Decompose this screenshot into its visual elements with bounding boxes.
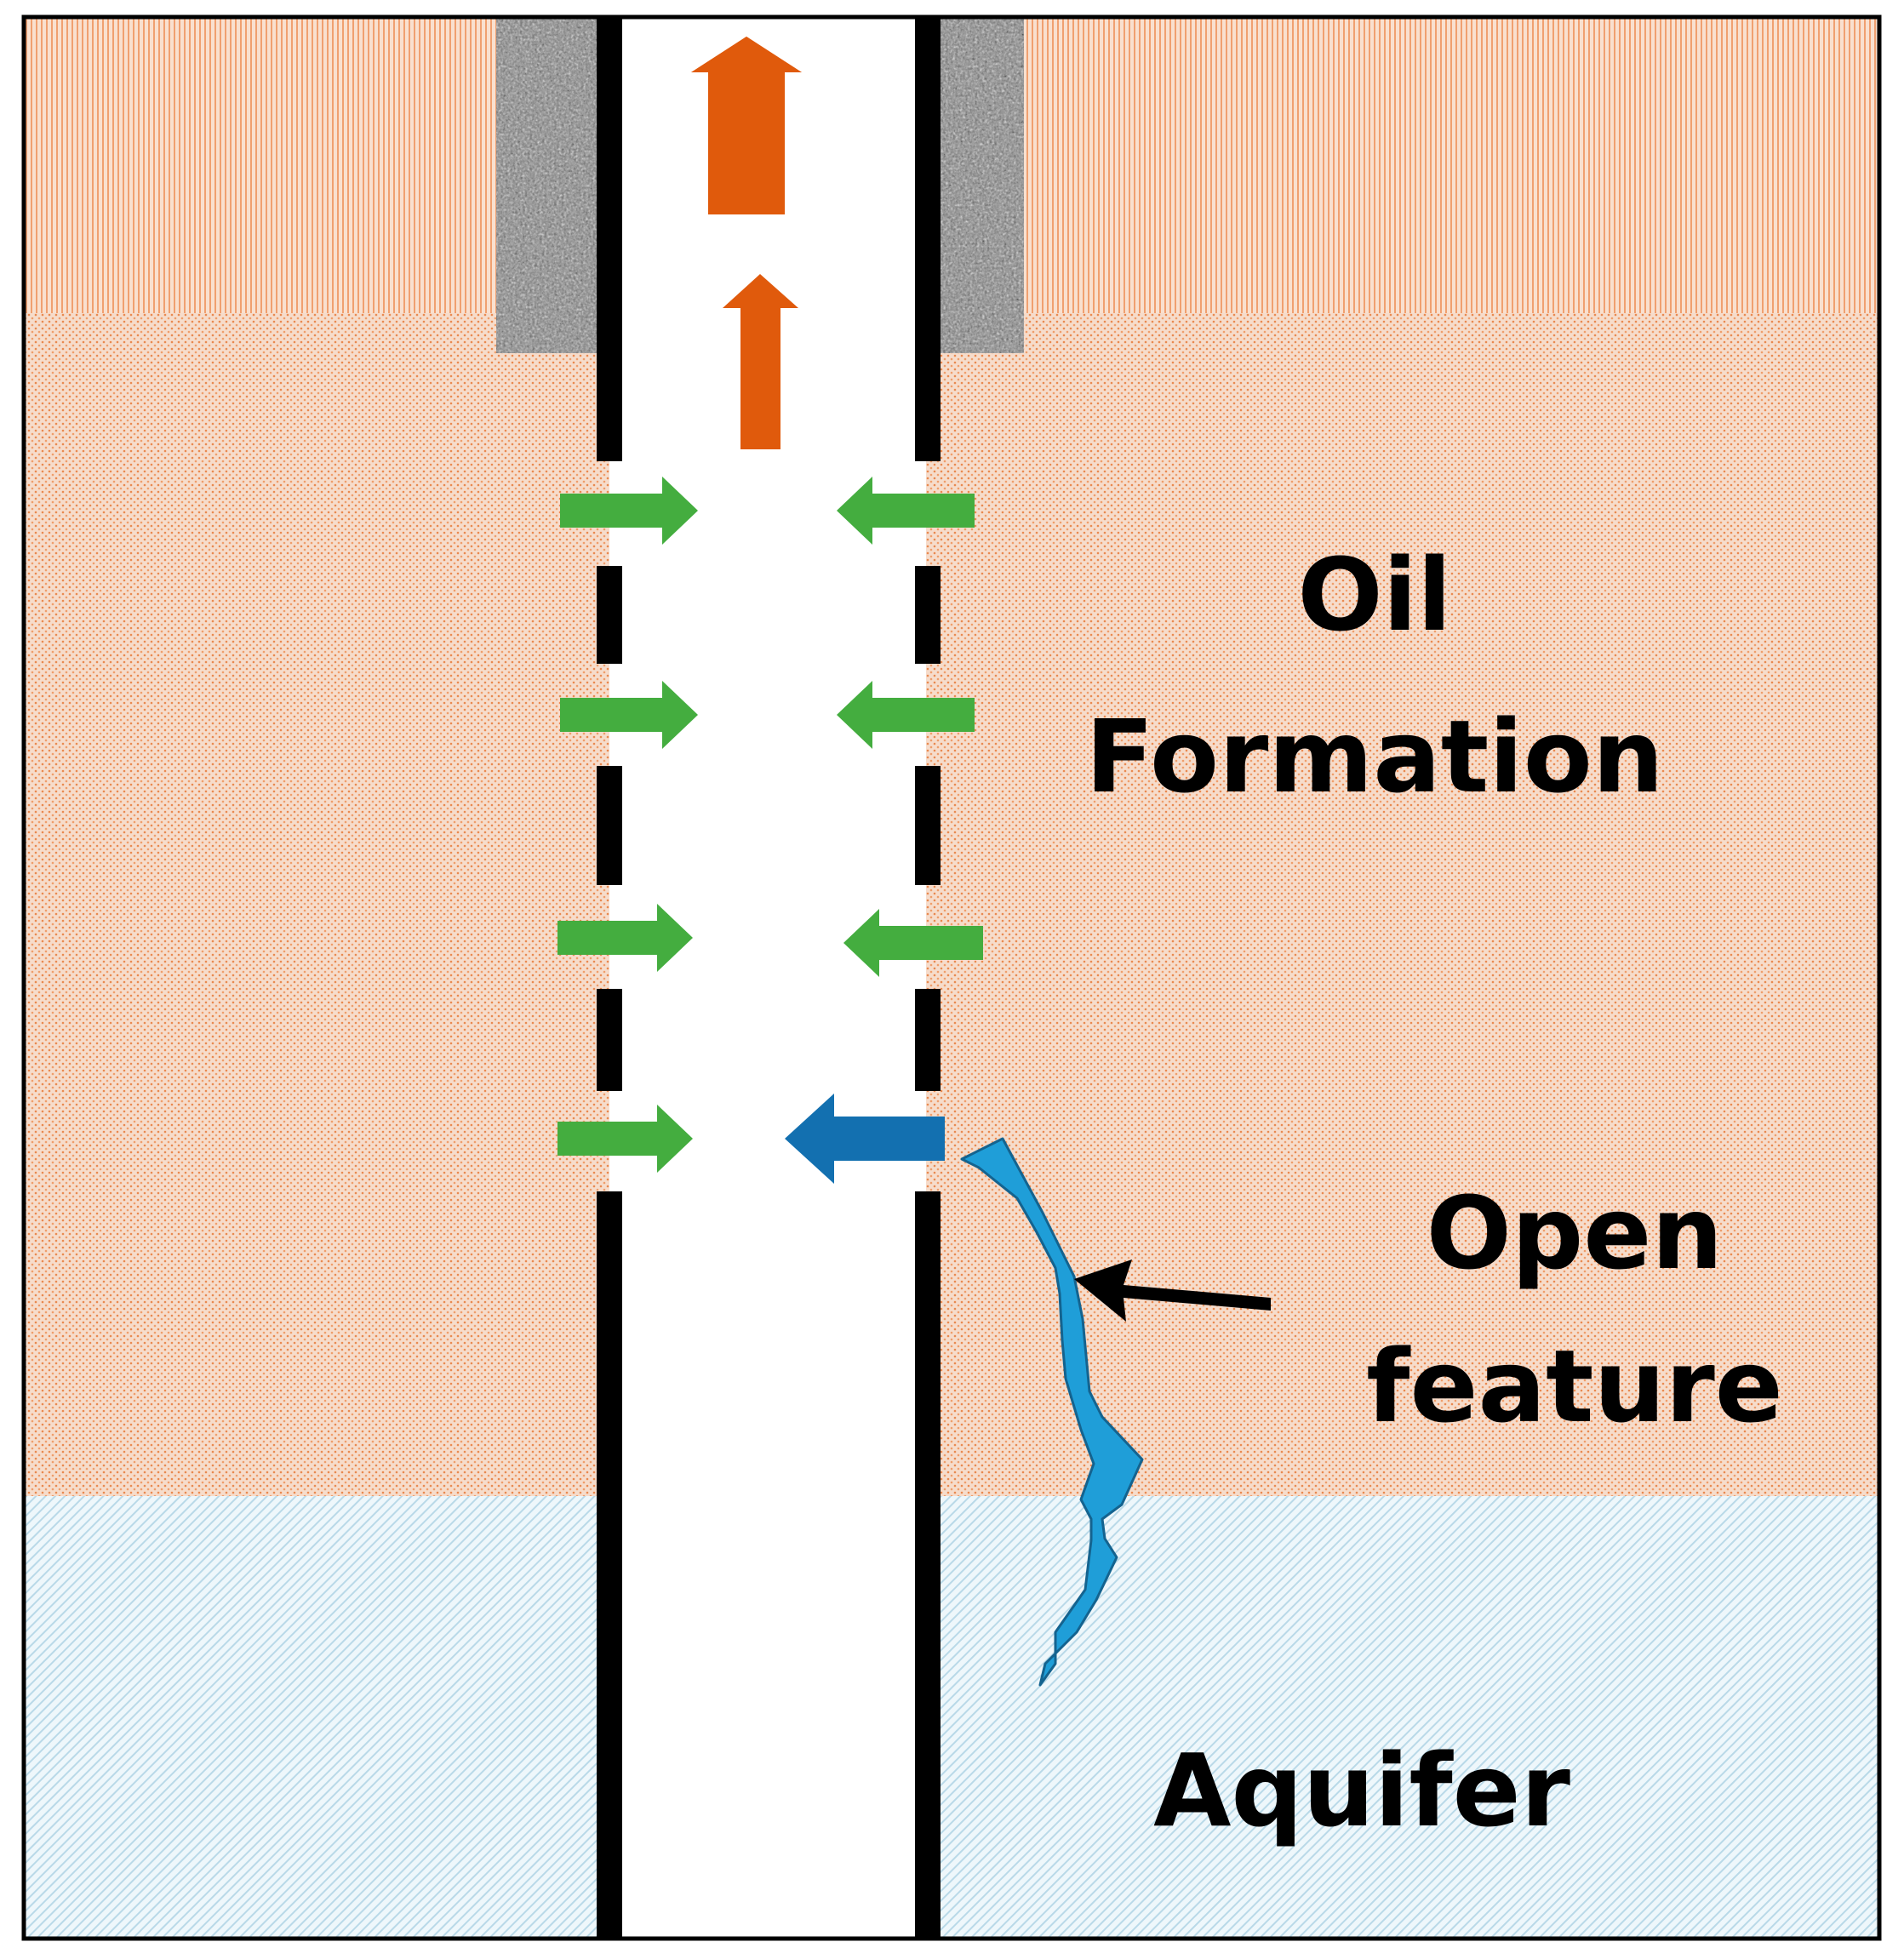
arrow-left-icon [843,909,983,977]
arrow-left-icon [837,681,975,749]
open-feature-label-line2: feature [1366,1328,1783,1445]
arrow-right-icon [560,477,698,545]
oil-formation-label-line1: Oil [1297,536,1451,654]
oil-formation-label-line2: Formation [1085,698,1664,815]
casing-right [915,17,941,1939]
oil-formation-layer [24,313,1879,1496]
cement-sheath-right [939,17,1024,353]
arrow-right-icon [557,1105,693,1173]
arrow-pointer-icon [1074,1259,1271,1322]
arrow-right-icon [560,681,698,749]
cement-sheath-left [496,17,597,353]
arrow-up-icon [723,274,798,449]
aquifer-layer [24,1496,1879,1939]
open-feature-shape [960,1137,1144,1687]
casing-left [597,17,622,1939]
open-feature-label-line1: Open [1427,1174,1724,1292]
arrow-right-icon [557,904,693,972]
aquifer-label: Aquifer [1153,1732,1570,1849]
arrow-up-icon [691,37,802,214]
water-inflow-arrow [785,1094,945,1184]
arrow-left-icon [837,477,975,545]
diagram-frame [21,14,1882,1941]
